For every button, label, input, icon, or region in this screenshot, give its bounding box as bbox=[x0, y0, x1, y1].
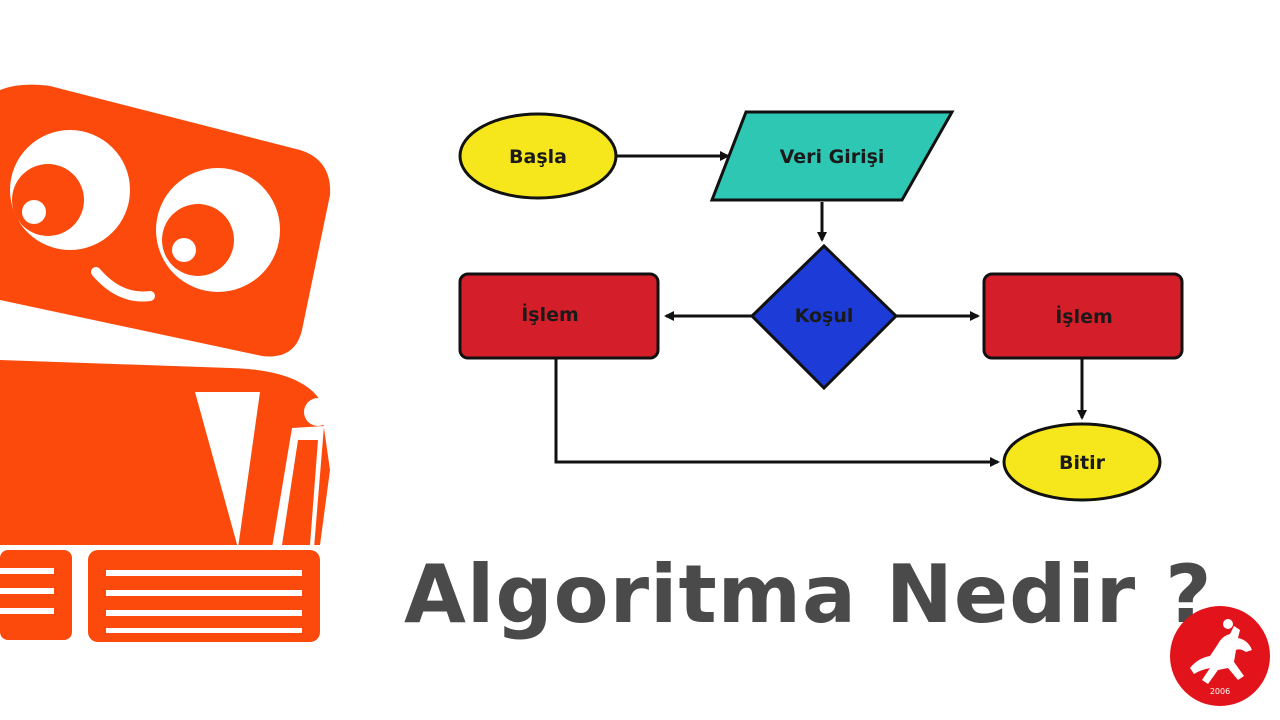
robot-book-left bbox=[0, 550, 72, 640]
robot-mascot-illustration bbox=[0, 84, 332, 642]
condition-node-label: Koşul bbox=[795, 305, 854, 327]
flowchart-input-node: Veri Girişi bbox=[709, 110, 955, 202]
process-right-rect-shape bbox=[982, 272, 1184, 360]
site-logo: 2006 bbox=[1170, 606, 1270, 706]
flowchart-condition-node: Koşul bbox=[749, 243, 899, 391]
robot-body bbox=[0, 360, 332, 548]
start-node-label: Başla bbox=[509, 146, 567, 168]
process-right-node-label: İşlem bbox=[1055, 304, 1113, 328]
end-terminal-shape bbox=[1002, 422, 1162, 502]
horse-rider-icon bbox=[1190, 619, 1252, 684]
process-left-rect-shape bbox=[458, 272, 660, 360]
flowchart-end-node: Bitir bbox=[1002, 422, 1162, 502]
input-node-label: Veri Girişi bbox=[780, 146, 885, 168]
flowchart-process-left-node: İşlem bbox=[458, 272, 660, 360]
logo-year: 2006 bbox=[1210, 687, 1230, 696]
start-terminal-shape bbox=[458, 112, 618, 200]
arrow-left-process-to-end bbox=[554, 358, 1000, 467]
end-node-label: Bitir bbox=[1059, 452, 1106, 474]
flowchart-diagram: Başla Veri Girişi Koşul İşlem İşlem Biti… bbox=[458, 110, 1184, 502]
flowchart-start-node: Başla bbox=[458, 112, 618, 200]
process-left-node-label: İşlem bbox=[521, 302, 579, 326]
robot-book-right bbox=[88, 550, 320, 642]
condition-diamond-shape bbox=[749, 243, 899, 391]
robot-head bbox=[0, 84, 331, 357]
input-parallelogram-shape bbox=[709, 110, 955, 202]
flowchart-process-right-node: İşlem bbox=[982, 272, 1184, 360]
page-headline: Algoritma Nedir ? bbox=[404, 548, 1213, 641]
